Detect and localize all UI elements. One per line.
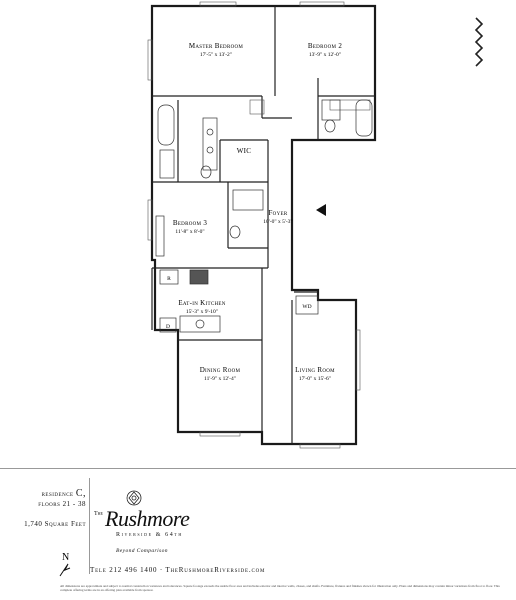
room-name-foyer: Foyer (268, 209, 287, 217)
outer-wall (150, 4, 377, 446)
room-name-living: Living Room (295, 366, 335, 374)
divider (0, 468, 516, 469)
room-name-bedroom3: Bedroom 3 (173, 219, 207, 227)
disclaimer-text: All dimensions are approximate and subje… (60, 584, 500, 592)
room-name-master: Master Bedroom (189, 42, 244, 50)
vertical-divider (89, 478, 90, 574)
area-line: 1,740 Square Feet (24, 520, 86, 528)
brand-slogan: Beyond Comparison (116, 548, 168, 554)
floors-line: floors 21 - 38 (38, 500, 86, 508)
room-name-kitchen: Eat-in Kitchen (178, 299, 225, 307)
room-dims-bedroom2: 13'-9" x 12'-0" (309, 52, 341, 58)
brand-tagline: Riverside & 64th (116, 532, 183, 538)
logo-emblem-icon (126, 490, 142, 506)
dishwasher-label: D (166, 324, 170, 330)
room-dims-kitchen: 15'-3" x 9'-10" (186, 309, 218, 315)
rushmore-logo (126, 490, 142, 506)
room-name-bedroom2: Bedroom 2 (308, 42, 342, 50)
contact-line: Tele 212 496 1400 · TheRushmoreRiverside… (90, 566, 266, 574)
room-dims-dining: 11'-9" x 12'-4" (204, 376, 236, 382)
refrigerator-label: R (167, 276, 171, 282)
room-name-wic: WIC (237, 147, 252, 155)
north-arrow-icon: N (59, 552, 71, 577)
room-dims-foyer: 10'-0" x 5'-3" (263, 219, 292, 225)
wd-label: WD (302, 304, 311, 310)
residence-letter: C, (75, 488, 86, 499)
scale-bar (474, 17, 484, 67)
room-dims-living: 17'-0" x 15'-6" (299, 376, 331, 382)
room-dims-bedroom3: 11'-8" x 8'-0" (175, 229, 204, 235)
north-label: N (62, 552, 69, 563)
floor-plan: Master Bedroom 17'-5" x 13'-2" Bedroom 2… (147, 1, 484, 449)
brand-name: Rushmore (105, 506, 190, 531)
entry-arrow (316, 204, 326, 216)
residence-word: residence (41, 490, 74, 498)
room-dims-master: 17'-5" x 13'-2" (200, 52, 232, 58)
brand-prefix: The (94, 511, 103, 517)
room-name-dining: Dining Room (200, 366, 241, 374)
residence-line: residence C, (0, 488, 86, 499)
